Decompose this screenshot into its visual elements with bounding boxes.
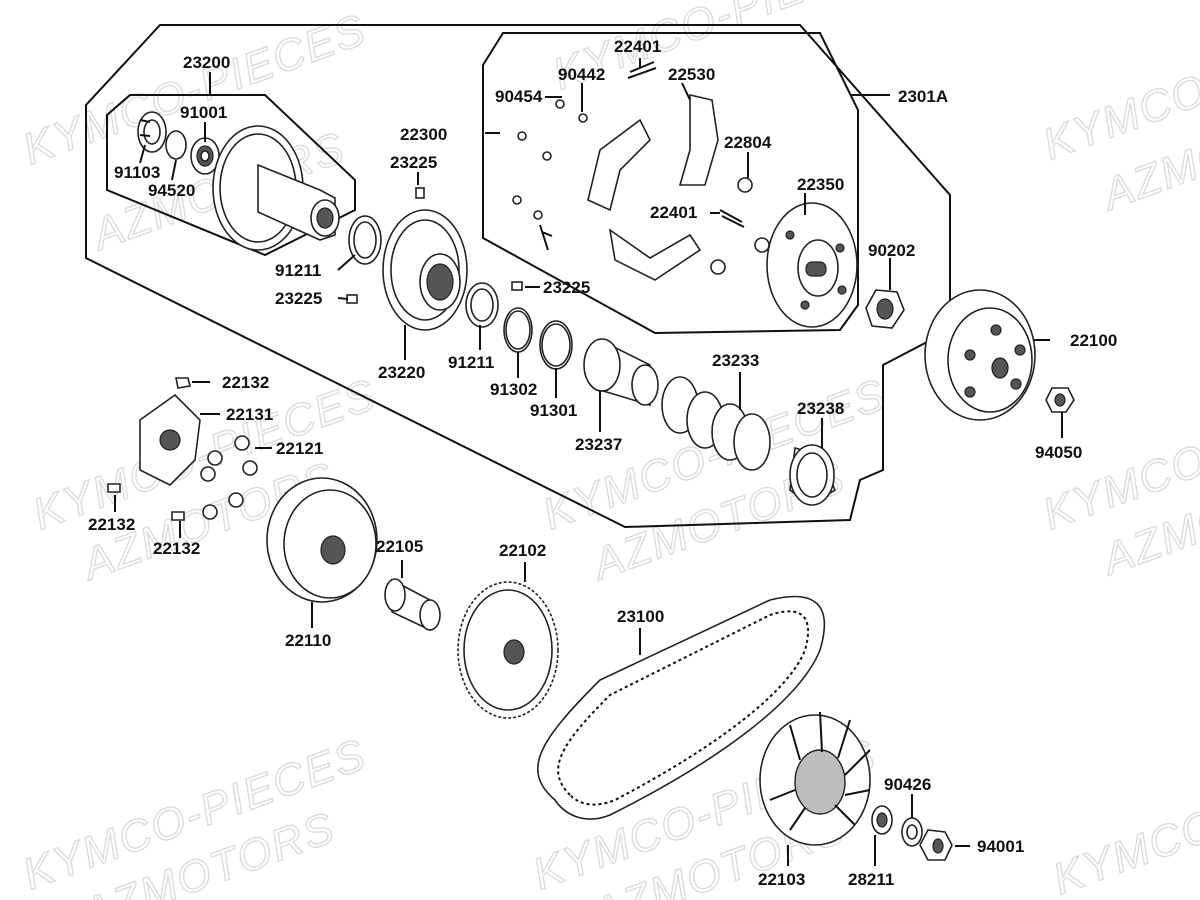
assembly-outline-22300 bbox=[482, 32, 859, 335]
part-90454-90442-washers bbox=[512, 99, 588, 251]
part-22121-rollers bbox=[200, 435, 258, 520]
label-22131: 22131 bbox=[226, 405, 273, 424]
part-90202-nut bbox=[865, 289, 905, 329]
part-94050-nut bbox=[1045, 387, 1075, 413]
label-22105: 22105 bbox=[376, 537, 423, 556]
watermark-text: KYMCO-PIECES bbox=[1047, 735, 1200, 900]
label-23238: 23238 bbox=[797, 399, 844, 418]
label-23225-right: 23225 bbox=[543, 278, 590, 297]
part-23100-v-belt bbox=[537, 595, 826, 820]
label-22102: 22102 bbox=[499, 541, 546, 560]
label-28211: 28211 bbox=[848, 870, 894, 889]
label-90442: 90442 bbox=[558, 65, 605, 84]
label-94050: 94050 bbox=[1035, 443, 1082, 462]
label-22110: 22110 bbox=[285, 631, 331, 650]
label-23200: 23200 bbox=[183, 53, 230, 72]
label-23100: 23100 bbox=[617, 607, 664, 626]
label-91211-left: 91211 bbox=[275, 261, 321, 280]
label-90426: 90426 bbox=[884, 775, 931, 794]
label-23225-left: 23225 bbox=[275, 289, 322, 308]
label-91001: 91001 bbox=[180, 103, 227, 122]
label-22132-top: 22132 bbox=[222, 373, 269, 392]
label-22121: 22121 bbox=[276, 439, 323, 458]
part-22103-fan-drive-face bbox=[759, 711, 871, 846]
part-23200-driven-face bbox=[212, 125, 340, 251]
part-91211-oil-seal-b bbox=[465, 282, 499, 328]
part-22804-damper bbox=[710, 177, 770, 275]
part-23225-pins bbox=[346, 187, 523, 304]
part-23220-driven-sliding-face bbox=[382, 209, 468, 331]
part-22100-clutch-bell bbox=[924, 289, 1036, 421]
label-22103: 22103 bbox=[758, 870, 805, 889]
part-91103-bearing bbox=[137, 111, 167, 153]
watermark-text: KYMCO-PIECES bbox=[547, 0, 903, 99]
label-90202: 90202 bbox=[868, 241, 915, 260]
label-91103: 91103 bbox=[114, 163, 160, 182]
label-23237: 23237 bbox=[575, 435, 622, 454]
part-91211-oil-seal-a bbox=[348, 215, 382, 265]
part-22131-ramp-plate bbox=[139, 393, 201, 486]
label-22530: 22530 bbox=[668, 65, 715, 84]
part-94520-circlip bbox=[165, 130, 187, 160]
label-91301: 91301 bbox=[530, 401, 577, 420]
label-22132-left: 22132 bbox=[88, 515, 135, 534]
label-23220: 23220 bbox=[378, 363, 425, 382]
label-22350: 22350 bbox=[797, 175, 844, 194]
label-22300: 22300 bbox=[400, 125, 447, 144]
part-22530-clutch-shoes bbox=[587, 93, 719, 281]
part-94001-nut bbox=[919, 829, 953, 861]
label-22804: 22804 bbox=[724, 133, 772, 152]
part-23237-collar bbox=[583, 338, 659, 407]
assembly-outline-2301A bbox=[85, 24, 951, 529]
part-labels: 23200 91001 91103 94520 22300 23225 9121… bbox=[88, 37, 1117, 889]
label-2301A: 2301A bbox=[898, 87, 948, 106]
part-90426-washer bbox=[901, 817, 923, 847]
part-91301-o-ring bbox=[539, 320, 573, 370]
part-22102-drive-face bbox=[457, 581, 559, 719]
label-90454: 90454 bbox=[495, 87, 543, 106]
part-22110-movable-drive-face bbox=[266, 477, 378, 603]
leader-lines bbox=[114, 58, 1063, 866]
part-22105-collar bbox=[384, 578, 441, 632]
part-23233-spring bbox=[661, 376, 771, 471]
part-22350-clutch-plate bbox=[766, 202, 858, 328]
label-22401-top: 22401 bbox=[614, 37, 661, 56]
part-22132-sliders bbox=[107, 377, 191, 521]
label-22401-side: 22401 bbox=[650, 203, 697, 222]
part-23238-spring-seat bbox=[789, 444, 837, 506]
label-91302: 91302 bbox=[490, 380, 537, 399]
label-22100: 22100 bbox=[1070, 331, 1117, 350]
label-22132-bottom: 22132 bbox=[153, 539, 200, 558]
label-94001: 94001 bbox=[977, 837, 1024, 856]
part-28211-washer bbox=[871, 805, 893, 835]
label-94520: 94520 bbox=[148, 181, 195, 200]
label-91211-right: 91211 bbox=[448, 353, 494, 372]
label-23225-top: 23225 bbox=[390, 153, 437, 172]
part-91302-o-ring bbox=[503, 307, 533, 353]
part-22401-spring-side bbox=[719, 209, 745, 228]
part-22401-spring-top bbox=[627, 61, 657, 79]
label-23233: 23233 bbox=[712, 351, 759, 370]
